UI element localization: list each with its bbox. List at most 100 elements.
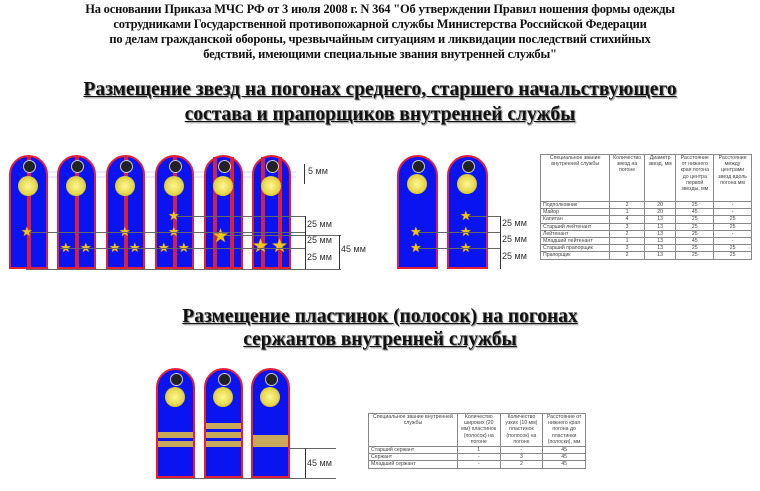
- cell: -: [499, 445, 544, 455]
- cell: 25: [675, 229, 715, 239]
- cell: 2: [609, 200, 645, 210]
- dim-line: [176, 216, 306, 217]
- cell: Майор: [539, 208, 611, 217]
- cell: 2: [609, 251, 645, 260]
- cell: Сержант: [368, 453, 458, 462]
- cell: 13: [643, 244, 677, 253]
- star-icon: ★: [21, 225, 33, 240]
- dim-vline: [305, 448, 306, 478]
- cell: 45: [542, 445, 586, 455]
- order-header: На основании Приказа МЧС РФ от 3 июля 20…: [0, 2, 760, 62]
- dim-label: 5 мм: [308, 166, 328, 176]
- section2-title-line2: сержантов внутренней службы: [243, 329, 517, 350]
- cell: 25: [675, 222, 715, 231]
- header-line: по делам гражданской обороны, чрезвычайн…: [109, 32, 651, 46]
- cell: 45: [542, 460, 586, 469]
- dim-label: 25 мм: [307, 235, 332, 245]
- dim-line: [156, 478, 336, 479]
- star-icon: ★: [212, 225, 230, 247]
- button-icon: [218, 160, 231, 173]
- emblem-icon: [66, 176, 86, 196]
- button-icon: [23, 160, 36, 173]
- button-icon: [71, 160, 84, 173]
- cell: Младший лейтенант: [539, 237, 611, 246]
- epaulette-2: [57, 155, 96, 269]
- epaulette-1: [9, 155, 48, 269]
- button-icon: [265, 373, 278, 386]
- emblem-icon: [165, 387, 185, 407]
- column-header: Расстояние между центрами звезд вдоль по…: [713, 154, 752, 202]
- cell: 45: [675, 208, 715, 217]
- dim-vline: [339, 235, 340, 269]
- emblem-icon: [261, 176, 281, 196]
- narrow-stripe: [206, 441, 241, 447]
- cell: -: [713, 200, 752, 210]
- dim-line: [26, 269, 341, 270]
- cell: -: [713, 229, 752, 239]
- cell: Младший сержант: [368, 460, 458, 469]
- cell: Прапорщик: [539, 251, 611, 260]
- column-header: Количество звезд на погоне: [609, 154, 645, 202]
- button-icon: [169, 160, 182, 173]
- stripe: [75, 157, 79, 267]
- cell: Старший лейтенант: [539, 222, 611, 231]
- cell: -: [713, 237, 752, 246]
- cell: 45: [675, 237, 715, 246]
- dim-vline: [305, 216, 306, 269]
- cell: Старший прапорщик: [539, 244, 611, 253]
- table-header-row: Специальное звание внутренней службы Кол…: [368, 413, 586, 447]
- dim-line: [418, 248, 501, 249]
- star-icon: ★: [460, 209, 472, 224]
- star-icon: ★: [168, 209, 180, 224]
- cell: 20: [643, 208, 677, 217]
- epaulette-sergeant-3: [251, 368, 290, 478]
- cell: Подполковник: [539, 200, 611, 210]
- cell: 25: [713, 215, 752, 224]
- section1-title-line1: Размещение звезд на погонах среднего, ст…: [83, 79, 677, 100]
- dim-label: 25 мм: [502, 234, 527, 244]
- stripe-placement-table: Специальное звание внутренней службы Кол…: [368, 413, 586, 469]
- dim-line: [30, 232, 306, 233]
- button-icon: [120, 160, 133, 173]
- star-icon: ★: [252, 235, 270, 257]
- star-icon: ★: [410, 241, 422, 256]
- cell: 2: [609, 229, 645, 239]
- header-line: сотрудниками Государственной противопожа…: [113, 17, 647, 31]
- star-icon: ★: [410, 225, 422, 240]
- emblem-icon: [260, 387, 280, 407]
- cell: 4: [609, 215, 645, 224]
- column-header: Расстояние от нижнего края погона до цен…: [675, 154, 715, 202]
- cell: -: [456, 453, 501, 462]
- button-icon: [218, 373, 231, 386]
- stripe: [230, 157, 234, 267]
- cell: 25: [675, 200, 715, 210]
- header-line: бедствий, имеющими специальные звания вн…: [203, 47, 557, 61]
- wide-stripe: [253, 435, 288, 447]
- column-header: Диаметр звезд, мм: [643, 154, 677, 202]
- cell: Старший сержант: [368, 445, 458, 455]
- header-line: На основании Приказа МЧС РФ от 3 июля 20…: [85, 2, 675, 16]
- epaulette-5: [204, 155, 243, 269]
- stripe: [278, 157, 282, 267]
- cell: Капитан: [539, 215, 611, 224]
- column-header: Расстояние от нижнего края погона до пла…: [542, 413, 586, 447]
- cell: 25: [713, 244, 752, 253]
- emblem-icon: [164, 176, 184, 196]
- dim-line: [60, 248, 306, 249]
- cell: 13: [643, 229, 677, 239]
- narrow-stripe: [206, 423, 241, 429]
- emblem-icon: [213, 387, 233, 407]
- epaulette-sergeant-1: [156, 368, 195, 478]
- button-icon: [412, 160, 425, 173]
- dim-line: [418, 232, 501, 233]
- dim-label: 45 мм: [307, 458, 332, 468]
- emblem-icon: [18, 176, 38, 196]
- emblem-icon: [457, 174, 477, 194]
- button-icon: [462, 160, 475, 173]
